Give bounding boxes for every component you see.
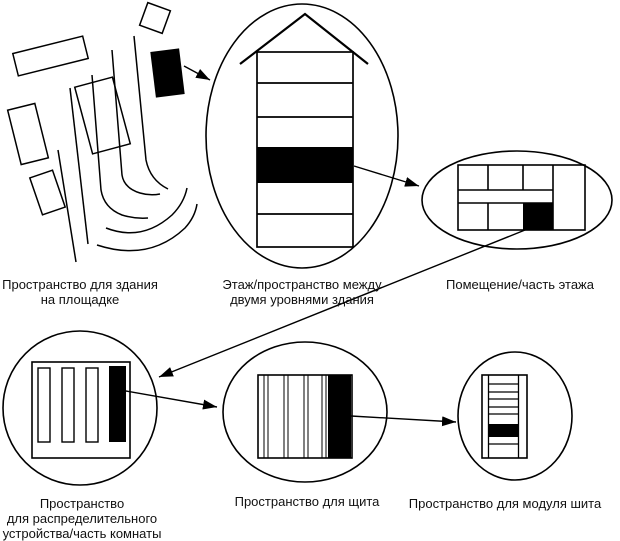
site-selected-building [150, 48, 185, 98]
switchgear-node [2, 330, 158, 486]
arrow-site-to-floor [183, 65, 211, 81]
site-road [111, 49, 161, 196]
cabinet-bar [85, 367, 99, 443]
selected-panel-section [328, 375, 351, 458]
floor-plan-outline [457, 164, 586, 231]
room-node [421, 150, 613, 250]
connector-arrows [125, 65, 531, 427]
floor-label: Этаж/пространство между двумя уровнями з… [200, 277, 404, 307]
selected-module [488, 424, 519, 437]
selected-room [523, 203, 553, 230]
site-road [96, 203, 198, 252]
floor-label-line: двумя уровнями здания [230, 292, 374, 307]
site-building-outline [138, 1, 172, 35]
switchgear-label-line: для распределительного [6, 511, 158, 526]
switchgear-label-line: устройства/часть комнаты [2, 526, 162, 541]
site-plan [6, 1, 198, 263]
module-label: Пространство для модуля шита [403, 496, 607, 511]
module-label-line: Пространство для модуля шита [408, 496, 602, 511]
site-label: Пространство для здания на площадке [0, 277, 160, 307]
room-magnifier-ellipse [421, 150, 613, 250]
module-node [457, 351, 573, 481]
site-building-outline [73, 76, 132, 155]
arrow-panel-to-module [350, 415, 457, 427]
floor-label-line: Этаж/пространство между [222, 277, 382, 292]
room-label-line: Помещение/часть этажа [446, 277, 594, 292]
panel-label: Пространство для щита [225, 494, 389, 509]
site-building-outline [28, 169, 67, 216]
switchgear-magnifier-circle [2, 330, 158, 486]
cabinet-bar [37, 367, 51, 443]
site-label-line: на площадке [40, 292, 120, 307]
panel-label-line: Пространство для щита [234, 494, 380, 509]
panel-magnifier-ellipse [222, 341, 388, 483]
rack-outline [481, 374, 528, 459]
site-building-outline [6, 102, 50, 166]
arrow-floor-to-room [353, 165, 420, 187]
selected-floor [257, 147, 353, 183]
rack-module-lines [488, 383, 519, 445]
switchgear-label-line: Пространство [39, 496, 125, 511]
room-label: Помещение/часть этажа [420, 277, 620, 292]
selected-cabinet [109, 366, 126, 442]
panel-node [222, 341, 388, 483]
module-magnifier-ellipse [457, 351, 573, 481]
floor-magnifier-ellipse [205, 3, 399, 269]
site-road [91, 74, 149, 219]
site-road [133, 35, 169, 190]
arrow-room-to-switchgear [158, 227, 531, 378]
arrow-switchgear-to-panel [125, 390, 218, 410]
switchgear-room-outline [31, 361, 131, 459]
cabinet-bar [61, 367, 75, 443]
site-road [69, 87, 89, 245]
panel-section-lines [263, 375, 327, 458]
site-building-outline [11, 35, 90, 77]
site-road [57, 149, 77, 263]
site-road [105, 187, 188, 234]
switchgear-label: Пространство для распределительного устр… [0, 496, 164, 541]
floor-node [205, 3, 399, 269]
building-floor-lines [257, 82, 353, 215]
building-roof [239, 12, 369, 65]
site-label-line: Пространство для здания [2, 277, 158, 292]
